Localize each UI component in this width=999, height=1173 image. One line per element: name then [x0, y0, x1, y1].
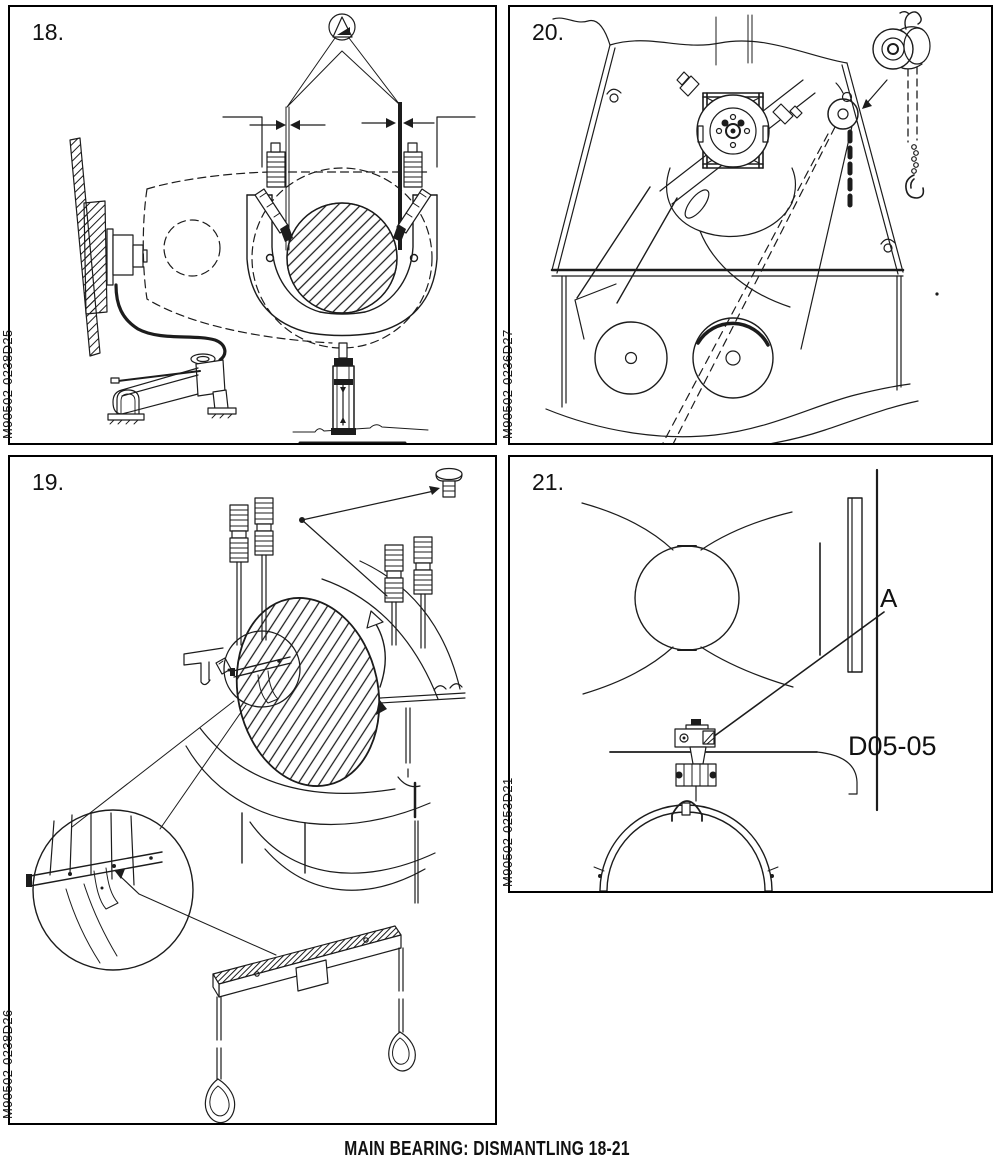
panel-18-number: 18. [32, 19, 64, 45]
panel-21: 21. M90502-0253D21 A D05-05 [500, 455, 993, 893]
chain-hoist [872, 11, 931, 199]
wire-rope [800, 125, 853, 350]
panel-18-illustration [69, 13, 476, 443]
rotation-arrow [366, 610, 386, 688]
hydraulic-jack [292, 342, 429, 443]
page-caption-text: MAIN BEARING: DISMANTLING 18-21 [344, 1138, 630, 1160]
shell-removal-tool [674, 719, 717, 802]
clearance-dimension [222, 116, 476, 168]
bearing-shell [593, 800, 779, 891]
bearing-cap-and-journal [185, 560, 461, 904]
panel-20: 20. M90502-0236D27 [500, 5, 993, 445]
dashed-rope [662, 126, 836, 443]
magnified-detail-circle [26, 809, 277, 971]
panel-21-figure-code: M90502-0253D21 [500, 777, 515, 887]
hand-pump [107, 353, 237, 425]
jack-screws [254, 102, 432, 251]
big-end-retainer [676, 71, 803, 169]
tool-code-label: D05-05 [848, 731, 937, 761]
lifting-sling-icon [286, 13, 401, 108]
panel-19: 19. M90502-0238D26 [0, 455, 497, 1125]
screw-callout-lines [299, 486, 440, 597]
panel-19-number: 19. [32, 469, 64, 495]
point-a-leader-line [712, 611, 885, 738]
snatch-pulley [827, 82, 859, 130]
page-caption: MAIN BEARING: DISMANTLING 18-21 [0, 1138, 974, 1161]
crankshaft-journal [286, 202, 398, 314]
hydraulic-hose [114, 283, 227, 362]
detail-source-circle [71, 630, 301, 830]
panel-18-figure-code: M90502-0238D25 [0, 329, 15, 439]
panel-20-number: 20. [532, 19, 564, 45]
hoist-pointer-arrow [862, 79, 888, 109]
retaining-screw [435, 467, 463, 498]
panel-19-figure-code: M90502-0238D26 [0, 1009, 15, 1119]
lifting-beam-tool [204, 925, 416, 1123]
panel-18: 18. M90502-0238D25 [0, 5, 497, 445]
panel-20-figure-code: M90502-0236D27 [500, 329, 515, 439]
engine-dashed-outline [142, 167, 433, 349]
deck-edge [376, 683, 466, 819]
point-a-label: A [880, 583, 898, 613]
hydraulic-jacks [229, 497, 433, 649]
panel-21-number: 21. [532, 469, 564, 495]
panel-19-illustration [26, 467, 466, 1123]
panel-20-illustration [545, 11, 939, 443]
crank-web-discs [574, 283, 774, 399]
crankshaft-journal [581, 502, 794, 695]
engine-wall [609, 468, 879, 812]
panel-21-illustration [581, 468, 885, 891]
wall-section [69, 137, 148, 357]
